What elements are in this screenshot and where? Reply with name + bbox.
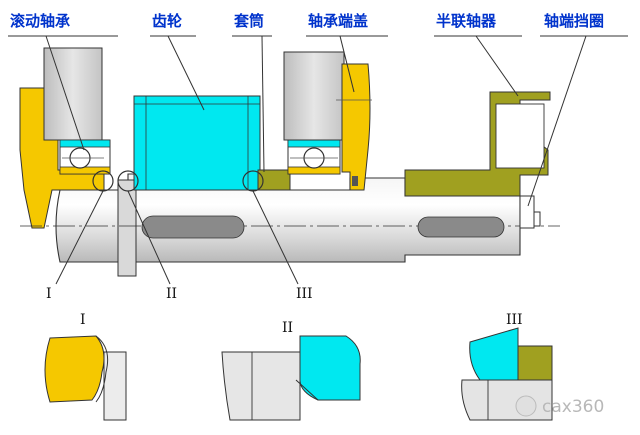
sleeve <box>257 169 291 191</box>
wechat-icon <box>515 395 537 417</box>
label-shaft-end-retainer: 轴端挡圈 <box>544 12 604 30</box>
leader-lines <box>8 35 628 285</box>
watermark-text: cax360 <box>542 397 604 417</box>
left-rolling-bearing <box>59 139 111 175</box>
gear-key-slot <box>141 215 245 239</box>
label-coupling: 半联轴器 <box>436 12 497 30</box>
right-bearing-cover <box>283 51 372 191</box>
label-bearing: 滚动轴承 <box>10 12 70 30</box>
marker-3: III <box>296 286 313 302</box>
marker-1: I <box>46 286 52 302</box>
detail-view-2: II <box>221 320 361 421</box>
shaft <box>20 173 560 277</box>
detail-label-2: II <box>282 320 293 336</box>
gear <box>133 95 261 191</box>
detail-view-3: III <box>461 312 553 421</box>
detail-label-1: I <box>80 312 86 328</box>
shaft-end-retainer <box>519 195 541 229</box>
detail-view-1: I <box>44 312 127 421</box>
left-bearing-cover <box>19 47 105 229</box>
coupling-half <box>404 91 551 197</box>
marker-2: II <box>166 286 177 302</box>
label-gear: 齿轮 <box>152 12 182 30</box>
right-rolling-bearing <box>287 139 341 175</box>
watermark: cax360 <box>515 395 604 417</box>
label-sleeve: 套筒 <box>233 12 264 30</box>
coupling-key-slot <box>417 216 505 238</box>
label-bearing-cover: 轴承端盖 <box>308 12 368 30</box>
detail-label-3: III <box>506 312 523 328</box>
